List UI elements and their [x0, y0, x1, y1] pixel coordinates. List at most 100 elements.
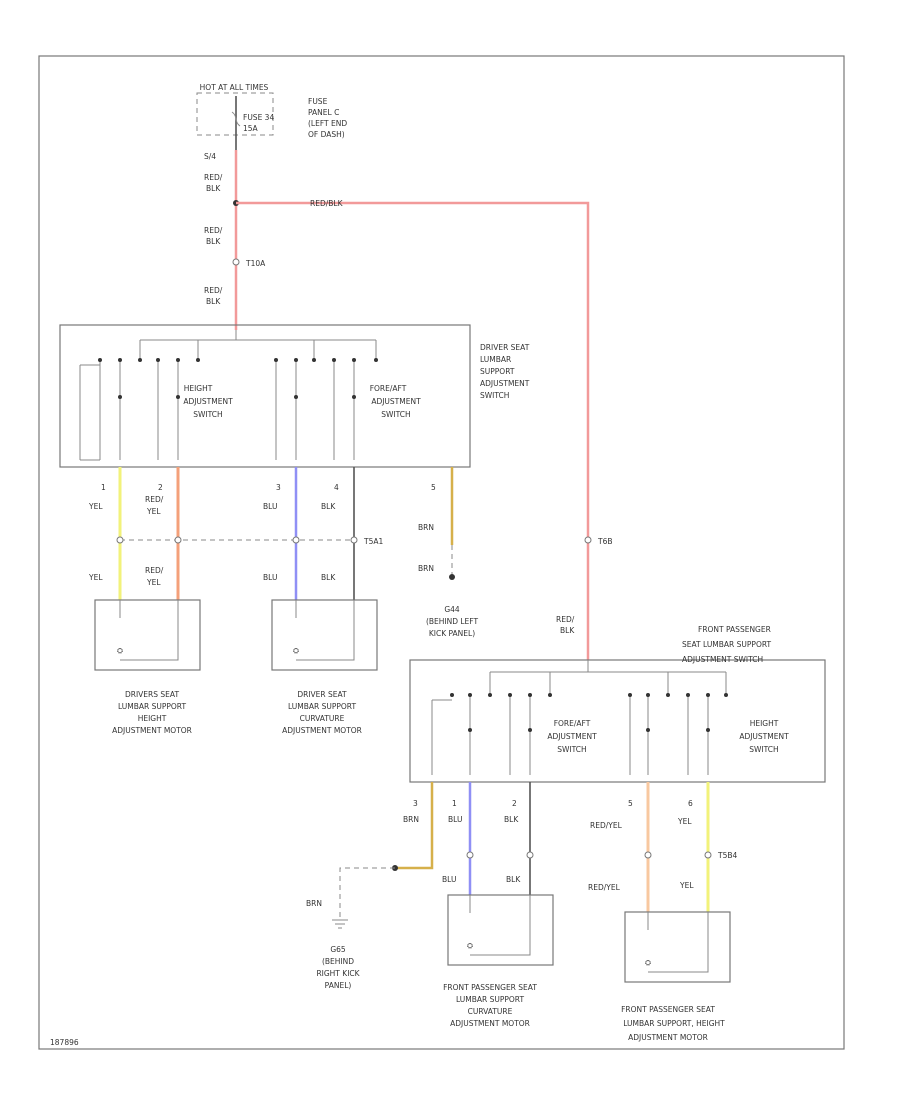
pass-curvature-motor-l4: ADJUSTMENT MOTOR — [450, 1019, 530, 1028]
pin-2-pass: 2 — [512, 799, 517, 808]
wire-label-blk1: BLK — [206, 184, 221, 193]
driver-height-motor-internal — [119, 600, 179, 661]
pass-height-switch-l3: SWITCH — [749, 745, 778, 754]
driver-switch-name-l1: DRIVER SEAT — [480, 343, 530, 352]
wire-label-blu-3: BLU — [448, 815, 462, 824]
wire-label-yel-3: YEL — [677, 817, 692, 826]
wire-brn-pass-dash — [339, 867, 395, 920]
wire-label-yel-4: YEL — [679, 881, 694, 890]
driver-switch-name-l4: ADJUSTMENT — [480, 379, 530, 388]
wire-label-blk-1: BLK — [321, 502, 336, 511]
driver-curvature-motor-internal — [295, 600, 355, 661]
passenger-switch-box — [409, 659, 826, 783]
driver-curvature-motor-l3: CURVATURE — [300, 714, 345, 723]
driver-foreaft-switch-l2: ADJUSTMENT — [371, 397, 421, 406]
driver-switch-name-l5: SWITCH — [480, 391, 509, 400]
driver-switch-return — [79, 364, 100, 461]
terminal-markers — [98, 358, 728, 732]
wire-label-redyel-4: RED/YEL — [588, 883, 621, 892]
driver-height-motor-l1: DRIVERS SEAT — [125, 690, 179, 699]
pin-3-driver: 3 — [276, 483, 281, 492]
wire-label-yel-1: YEL — [88, 502, 103, 511]
driver-height-motor-box — [94, 599, 201, 671]
wire-label-blu-1: BLU — [263, 502, 277, 511]
wire-label-red-blk-h: RED/BLK — [310, 199, 344, 208]
wire-label-red2: RED/ — [204, 226, 223, 235]
ground-g65-l4: PANEL) — [325, 981, 352, 990]
pin-6-pass: 6 — [688, 799, 693, 808]
connector-t5b4-label: T5B4 — [717, 851, 737, 860]
ground-g65-l1: G65 — [330, 945, 346, 954]
wire-label-redyel-1a: RED/ — [145, 495, 164, 504]
wire-brn-pass — [395, 782, 434, 870]
driver-curvature-motor-l1: DRIVER SEAT — [297, 690, 347, 699]
driver-height-switch-l3: SWITCH — [193, 410, 222, 419]
driver-height-motor-l2: LUMBAR SUPPORT — [118, 702, 187, 711]
pass-curvature-motor-l2: LUMBAR SUPPORT — [456, 995, 525, 1004]
driver-foreaft-switch-l3: SWITCH — [381, 410, 410, 419]
pass-connector-dot-3 — [644, 851, 652, 859]
connector-dot-1 — [116, 536, 124, 544]
wire-label-brn-4: BRN — [306, 899, 322, 908]
wire-label-blk-4: BLK — [506, 875, 521, 884]
driver-switch-box — [59, 324, 471, 468]
fuse-icon — [231, 111, 241, 127]
wire-label-blk-3: BLK — [504, 815, 519, 824]
connector-t10a-label: T10A — [245, 259, 266, 268]
driver-switch-name-l2: LUMBAR — [480, 355, 511, 364]
diagram-frame — [38, 55, 845, 1050]
wire-label-yel-2: YEL — [88, 573, 103, 582]
connector-t6b-label: T6B — [597, 537, 613, 546]
fuse-panel-line4: OF DASH) — [308, 130, 345, 139]
pass-switch-contacts — [469, 695, 709, 775]
pass-foreaft-switch-l1: FORE/AFT — [554, 719, 591, 728]
wire-label-blu-4: BLU — [442, 875, 456, 884]
pass-curvature-motor-internal — [469, 895, 531, 956]
ground-g44-l1: G44 — [444, 605, 460, 614]
pass-curvature-motor-l3: CURVATURE — [468, 1007, 513, 1016]
fuse-panel-line2: PANEL C — [308, 108, 339, 117]
motor-icon: ⛭ — [467, 941, 474, 950]
driver-height-switch-l2: ADJUSTMENT — [183, 397, 233, 406]
wire-label-redyel-2b: YEL — [146, 578, 161, 587]
wire-label-blk4: BLK — [560, 626, 575, 635]
ground-g65-symbol — [332, 919, 348, 929]
motor-icon: ⛭ — [117, 646, 124, 655]
pass-height-motor-l1: FRONT PASSENGER SEAT — [621, 1005, 715, 1014]
splice-s54-label: S/4 — [204, 152, 216, 161]
wire-label-brn-3: BRN — [403, 815, 419, 824]
wire-label-redyel-1b: YEL — [146, 507, 161, 516]
pass-switch-name-l1: FRONT PASSENGER — [698, 625, 771, 634]
driver-height-switch-l1: HEIGHT — [184, 384, 213, 393]
figure-id: 187896 — [50, 1038, 79, 1047]
wire-label-red3: RED/ — [204, 286, 223, 295]
pin-3-pass: 3 — [413, 799, 418, 808]
driver-curvature-motor-l2: LUMBAR SUPPORT — [288, 702, 357, 711]
pass-foreaft-switch-l2: ADJUSTMENT — [547, 732, 597, 741]
pass-height-motor-box — [624, 911, 731, 983]
pass-connector-dot-1 — [466, 851, 474, 859]
motor-icon: ⛭ — [293, 646, 300, 655]
fuse-panel-outline — [196, 92, 274, 136]
pass-connector-dot-4 — [704, 851, 712, 859]
connector-dot-4 — [350, 536, 358, 544]
power-source-label: HOT AT ALL TIMES — [200, 83, 269, 92]
driver-height-motor-l3: HEIGHT — [138, 714, 167, 723]
wire-label-brn-2: BRN — [418, 564, 434, 573]
driver-curvature-motor-l4: ADJUSTMENT MOTOR — [282, 726, 362, 735]
pass-height-motor-internal — [647, 912, 709, 973]
driver-switch-internal-bus — [139, 330, 377, 360]
wire-label-red4: RED/ — [556, 615, 575, 624]
driver-switch-name-l3: SUPPORT — [480, 367, 515, 376]
driver-height-motor-l4: ADJUSTMENT MOTOR — [112, 726, 192, 735]
driver-switch-contacts — [99, 360, 355, 460]
pass-height-motor-l2: LUMBAR SUPPORT, HEIGHT — [623, 1019, 725, 1028]
pass-switch-internal-bus — [489, 660, 727, 695]
wire-label-blk-2: BLK — [321, 573, 336, 582]
wire-label-blk3: BLK — [206, 297, 221, 306]
fuse-amps-label: 15A — [243, 124, 259, 133]
ground-g65-l2: (BEHIND — [322, 957, 354, 966]
ground-g44-l2: (BEHIND LEFT — [426, 617, 479, 626]
pass-switch-return — [431, 699, 452, 775]
